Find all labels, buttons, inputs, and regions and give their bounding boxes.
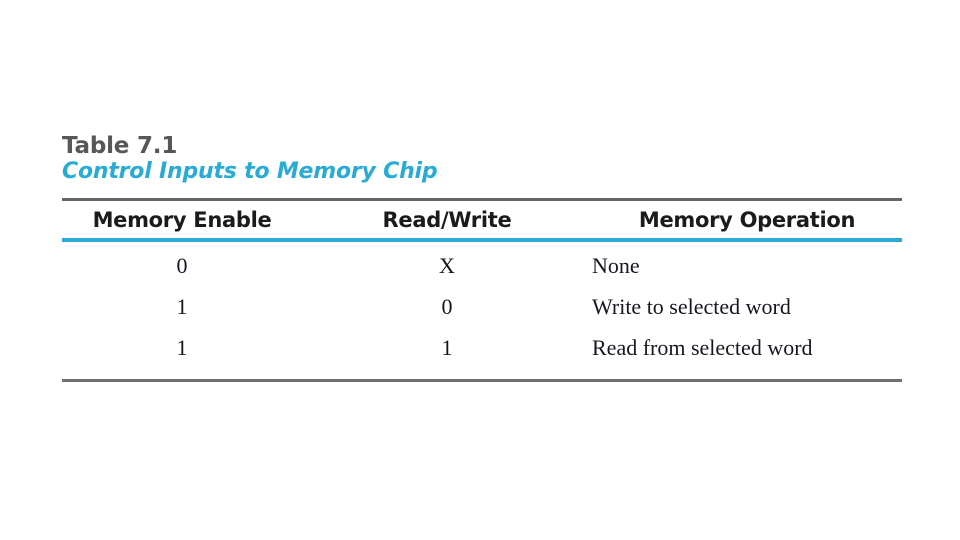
- cell-memory-operation: None: [592, 252, 640, 278]
- column-header-read-write: Read/Write: [382, 207, 512, 232]
- table-figure: Table 7.1 Control Inputs to Memory Chip …: [62, 134, 902, 383]
- table-header-accent-rule: [62, 238, 902, 243]
- control-inputs-table-body: 0 X None 1 0 Write to selected word 1 1 …: [62, 242, 902, 368]
- table-caption-title: Control Inputs to Memory Chip: [62, 158, 438, 184]
- cell-read-write: X: [439, 252, 455, 278]
- table-bottom-rule: [62, 379, 902, 383]
- cell-memory-operation: Read from selected word: [592, 334, 813, 360]
- table-caption-block: Table 7.1 Control Inputs to Memory Chip: [62, 134, 902, 189]
- cell-memory-enable: 0: [176, 252, 188, 278]
- cell-memory-enable: 1: [176, 334, 188, 360]
- cell-memory-enable: 1: [176, 293, 188, 319]
- cell-memory-operation: Write to selected word: [592, 293, 791, 319]
- table-header-row: Memory Enable Read/Write Memory Operatio…: [62, 201, 902, 238]
- column-header-memory-enable: Memory Enable: [92, 207, 272, 232]
- table-top-rule: [62, 198, 902, 202]
- table-row: 1 0 Write to selected word: [62, 286, 902, 327]
- table-header: Memory Enable Read/Write Memory Operatio…: [62, 201, 902, 238]
- cell-read-write: 0: [441, 293, 453, 319]
- table-row: 0 X None: [62, 242, 902, 286]
- cell-read-write: 1: [441, 334, 453, 360]
- control-inputs-table: Memory Enable Read/Write Memory Operatio…: [62, 201, 902, 238]
- table-row: 1 1 Read from selected word: [62, 327, 902, 368]
- table-body: 0 X None 1 0 Write to selected word 1 1 …: [62, 242, 902, 368]
- column-header-memory-operation: Memory Operation: [638, 207, 856, 232]
- table-number-label: Table 7.1: [62, 133, 178, 159]
